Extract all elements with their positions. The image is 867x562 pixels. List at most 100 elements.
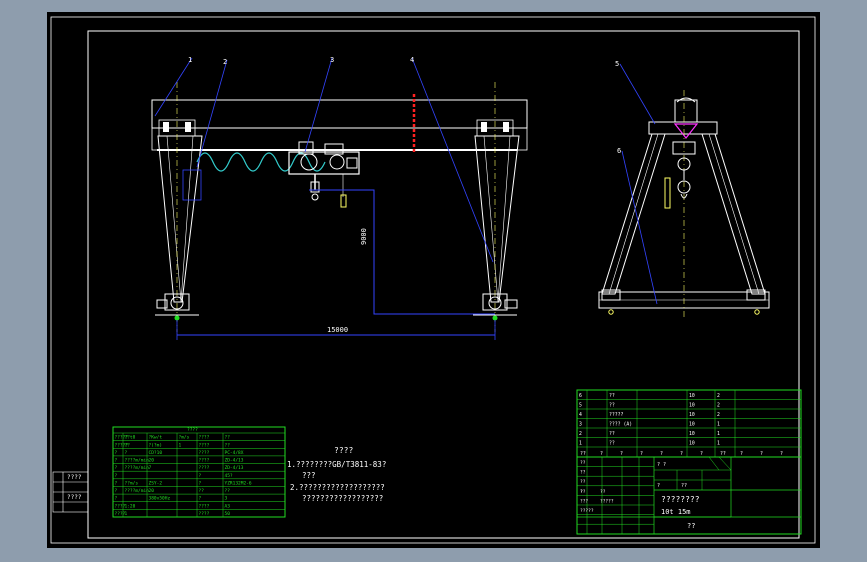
height-dimension-text: 9000 [360, 228, 368, 245]
parts-header-cell: ? [700, 451, 703, 457]
param-cell: ? [115, 465, 118, 471]
param-table-title: ???? [187, 427, 198, 433]
tb-scale-1: ? ? [657, 462, 666, 468]
parts-cell: 3 [579, 422, 582, 428]
param-cell: ?? [125, 442, 131, 448]
param-cell: 20 [149, 458, 155, 464]
tb-scale-3: ?? [681, 483, 687, 489]
param-cell: ?? [225, 435, 231, 441]
param-cell: 45? [225, 473, 233, 479]
drawing-name: ???????? [661, 495, 700, 504]
drawing-sheet: ???? ???? [47, 12, 820, 548]
front-view: 9000 15000 1 2 3 4 [151, 56, 528, 340]
title-block-field: ?? [580, 489, 586, 495]
param-cell: ZD-4/13 [225, 458, 244, 464]
param-cell: ???? [199, 511, 210, 517]
param-cell: ???? [199, 503, 210, 509]
title-block-field: ?? [580, 460, 586, 466]
parts-header-cell: ? [680, 451, 683, 457]
parts-cell: 10 [689, 422, 695, 428]
note-line-2: ??? [302, 471, 316, 480]
param-cell: ? [115, 496, 118, 502]
parts-cell: 10 [689, 431, 695, 437]
param-cell: 20 [149, 488, 155, 494]
parts-cell: 2 [579, 431, 582, 437]
param-cell: ?? [225, 488, 231, 494]
drawing-spec: 10t 15m [661, 508, 691, 516]
parts-cell: ?? [609, 441, 615, 447]
param-cell: ? [115, 473, 118, 479]
param-cell: ????m/min [125, 488, 150, 494]
parts-cell: 10 [689, 412, 695, 418]
parts-cell: 10 [689, 393, 695, 399]
param-cell: ?Kw/t [149, 435, 163, 441]
parts-cell: ???? (A) [609, 422, 632, 428]
callout-1: 1 [188, 56, 192, 64]
parts-cell: 1 [579, 441, 582, 447]
param-cell: ???? [199, 450, 210, 456]
left-leg [157, 135, 203, 303]
drawing-sheet-label: ?? [687, 522, 695, 530]
param-cell: ?? [225, 442, 231, 448]
param-cell: ?? [199, 488, 205, 494]
param-cell: 380v50Hz [149, 496, 171, 502]
callout-4: 4 [410, 56, 414, 64]
left-margin-boxes: ???? ???? [52, 471, 89, 513]
param-cell: 3 [225, 496, 228, 502]
parts-cell: ?? [609, 431, 615, 437]
side-view: 5 6 [598, 60, 770, 317]
param-cell: ?(?m) [149, 442, 163, 448]
param-cell: ? [115, 480, 118, 486]
param-cell: ???? [199, 442, 210, 448]
param-cell: ZD-4/13 [225, 465, 244, 471]
title-block-sig-label: ????? [580, 508, 594, 514]
param-cell: CD?10 [149, 450, 163, 456]
param-cell: ???? [199, 458, 210, 464]
param-cell: PC-4/8X [225, 450, 244, 456]
technical-notes: ???? 1.????????GB/T3811-83? ??? 2.??????… [287, 446, 386, 503]
param-cell: ??m/s [125, 480, 139, 486]
title-block-sig-label: ????? [600, 499, 614, 505]
side-label-2: ???? [67, 494, 82, 501]
main-girder [151, 99, 528, 129]
param-cell: ? [115, 450, 118, 456]
parts-cell: 10 [689, 403, 695, 409]
callout-3: 3 [330, 56, 334, 64]
param-cell: ? [115, 488, 118, 494]
parts-header-cell: ? [740, 451, 743, 457]
parts-cell: 1 [717, 431, 720, 437]
parts-header-cell: ? [760, 451, 763, 457]
param-cell: ???? [199, 465, 210, 471]
parts-cell: ?? [609, 403, 615, 409]
parts-header-cell: ?? [580, 451, 586, 457]
param-cell: ???? [115, 511, 126, 517]
param-cell: 1 [125, 511, 128, 517]
param-cell: YZR132M2-6 [225, 480, 252, 486]
param-cell: ?m/s [179, 435, 190, 441]
note-line-4: ?????????????????? [302, 494, 383, 503]
outer-border [50, 16, 816, 544]
param-cell: ? [125, 450, 128, 456]
note-line-1: 1.????????GB/T3811-83? [287, 460, 386, 469]
param-cell: ???? [115, 503, 126, 509]
height-dimension-line [309, 189, 495, 315]
parts-cell: 4 [579, 412, 582, 418]
title-block: ???????????????????????? ? ? ? ?? ??????… [576, 456, 802, 535]
param-cell: ????m/min [125, 465, 150, 471]
parts-cell: 2 [717, 403, 720, 409]
param-cell: ZSY-2 [149, 480, 163, 486]
parts-cell: 1 [717, 441, 720, 447]
right-leg [474, 135, 520, 303]
param-cell: 50 [225, 511, 231, 517]
parts-cell: 5 [579, 403, 582, 409]
parts-header-cell: ?? [720, 451, 726, 457]
tb-scale-2: ? [657, 483, 660, 489]
parts-cell: 2 [717, 393, 720, 399]
param-cell: ? [115, 458, 118, 464]
parts-cell: ?? [609, 393, 615, 399]
parts-cell: ????? [609, 412, 624, 418]
callout-6: 6 [617, 147, 621, 155]
param-cell: ???? [199, 435, 210, 441]
parts-header-cell: ? [600, 451, 603, 457]
